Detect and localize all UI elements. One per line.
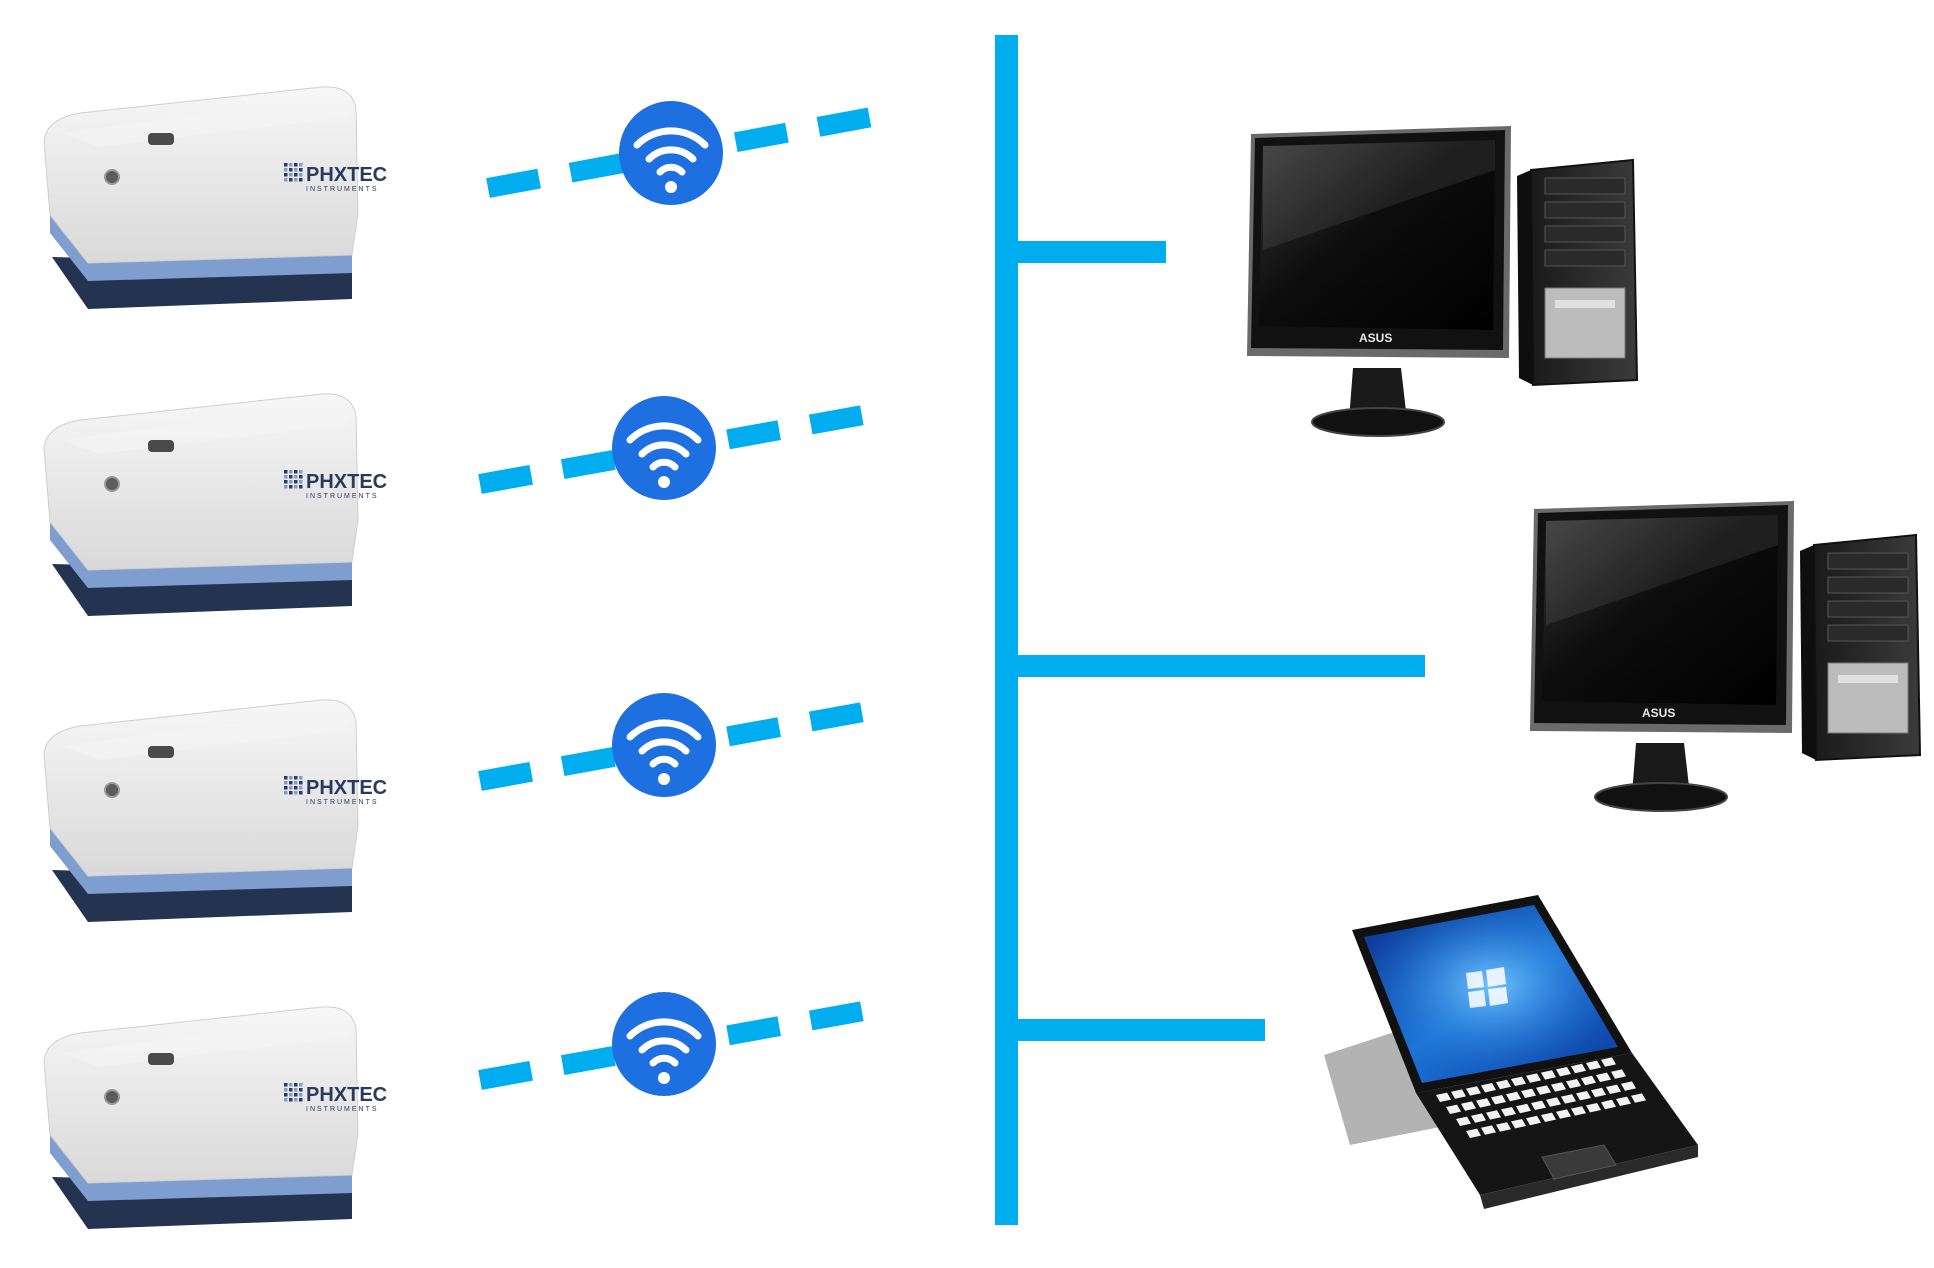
network-backbone-line	[995, 35, 1018, 1225]
device-top-face	[60, 712, 348, 760]
phxtec-logo-icon	[284, 776, 303, 795]
device-top-face	[60, 1019, 348, 1067]
laptop-keyboard-icon	[1416, 1053, 1698, 1209]
wireless-link	[486, 101, 890, 205]
wireless-links	[478, 101, 890, 1096]
laptop-screen-icon	[1352, 895, 1632, 1093]
branch-line-laptop	[1008, 1019, 1265, 1041]
brand-name: PHXTEC	[306, 164, 387, 186]
brand-subtitle: INSTRUMENTS	[306, 493, 379, 500]
device-led	[104, 169, 120, 185]
windows-logo-icon	[1466, 967, 1508, 1008]
device-button	[148, 440, 174, 452]
network-bus	[995, 35, 1425, 1225]
laptop-computer	[1324, 895, 1698, 1209]
device-column: PHXTECINSTRUMENTSPHXTECINSTRUMENTSPHXTEC…	[43, 86, 387, 1229]
device-button	[148, 133, 174, 145]
device-stripe	[50, 826, 352, 894]
monitor-base	[1311, 407, 1445, 437]
desktop-computer: ASUS	[1530, 501, 1922, 812]
brand-name: PHXTEC	[306, 777, 387, 799]
phxtec-logo-icon	[284, 1083, 303, 1102]
branch-line-pc2	[1008, 655, 1425, 677]
device-stripe	[50, 520, 352, 588]
wifi-icon	[612, 992, 716, 1096]
wireless-link	[478, 693, 882, 797]
wifi-icon	[612, 396, 716, 500]
pc-tower-icon	[1517, 158, 1639, 387]
device-stripe	[50, 213, 352, 281]
wifi-icon	[619, 101, 723, 205]
brand-name: PHXTEC	[306, 471, 387, 493]
brand-subtitle: INSTRUMENTS	[306, 799, 379, 806]
device-stripe	[50, 1133, 352, 1201]
desktop-computer: ASUS	[1247, 126, 1639, 437]
device-led	[104, 1089, 120, 1105]
brand-subtitle: INSTRUMENTS	[306, 186, 379, 193]
wifi-icon	[612, 693, 716, 797]
monitor-stand	[1349, 368, 1407, 420]
device-button	[148, 746, 174, 758]
device-button	[148, 1053, 174, 1065]
device-top-face	[60, 406, 348, 454]
monitor-base	[1594, 782, 1728, 812]
device-top-face	[60, 99, 348, 147]
monitor-stand	[1632, 743, 1690, 795]
monitor-icon: ASUS	[1247, 126, 1511, 358]
branch-line-pc1	[1008, 241, 1166, 263]
client-computers: ASUS ASUS	[1247, 126, 1922, 1209]
monitor-icon: ASUS	[1530, 501, 1794, 733]
device-led	[104, 782, 120, 798]
brand-name: PHXTEC	[306, 1084, 387, 1106]
wireless-link	[478, 396, 882, 500]
wireless-link	[478, 992, 882, 1096]
laptop-touchpad	[1541, 1144, 1617, 1180]
pc-tower-icon	[1800, 533, 1922, 762]
device-led	[104, 476, 120, 492]
phxtec-logo-icon	[284, 163, 303, 182]
phxtec-logo-icon	[284, 470, 303, 489]
monitor-brand: ASUS	[1642, 706, 1675, 720]
monitor-brand: ASUS	[1359, 331, 1392, 345]
brand-subtitle: INSTRUMENTS	[306, 1106, 379, 1113]
